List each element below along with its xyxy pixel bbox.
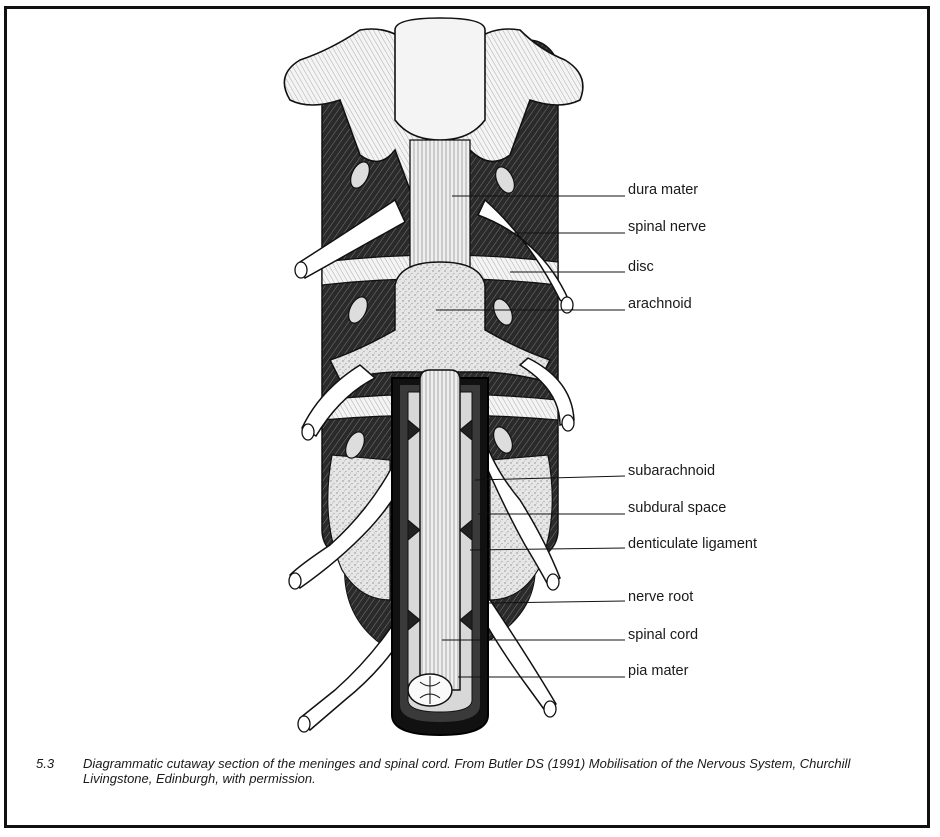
label-subarachnoid: subarachnoid: [628, 462, 715, 480]
caption-number: 5.3: [36, 756, 54, 771]
label-arachnoid: arachnoid: [628, 295, 692, 313]
label-subdural-space: subdural space: [628, 499, 726, 517]
label-pia-mater: pia mater: [628, 662, 688, 680]
label-spinal-nerve: spinal nerve: [628, 218, 706, 236]
caption-text: Diagrammatic cutaway section of the meni…: [83, 756, 913, 786]
label-dura-mater: dura mater: [628, 181, 698, 199]
label-disc: disc: [628, 258, 654, 276]
label-nerve-root: nerve root: [628, 588, 693, 606]
label-spinal-cord: spinal cord: [628, 626, 698, 644]
label-denticulate-ligament: denticulate ligament: [628, 535, 757, 553]
